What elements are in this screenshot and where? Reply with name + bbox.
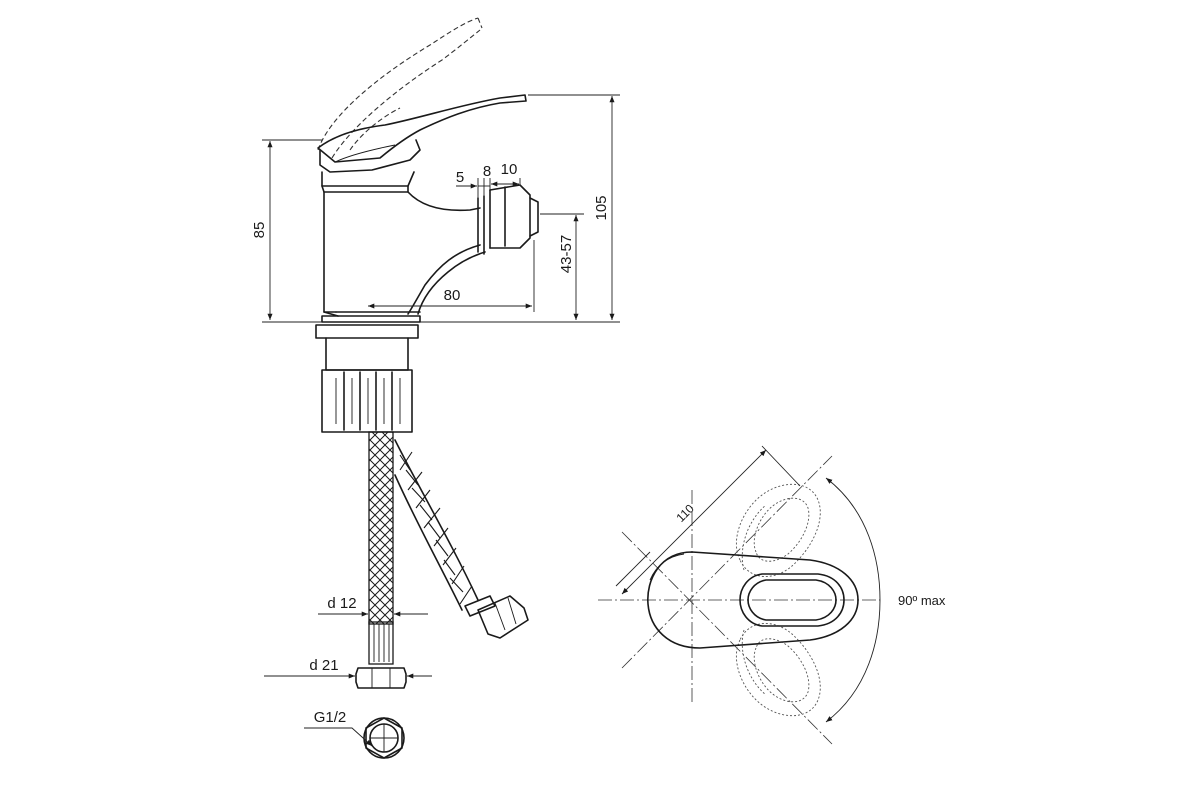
dim-total-height: 10 5 [420, 94, 620, 323]
body-cap [321, 171, 415, 193]
dim-aerator: 5 8 10 [456, 161, 521, 198]
dim-label-10: 10 [501, 161, 518, 178]
dim-label-110: 110 [673, 501, 697, 525]
dim-thread: G1/2 [304, 709, 373, 747]
dim-label-5: 5 [456, 169, 464, 186]
dim-spout-reach: 80 [368, 240, 535, 312]
fitting-end-view [363, 717, 405, 759]
dim-lever-length: 110 [615, 445, 801, 595]
dim-nut-diameter: d 21 [264, 657, 432, 679]
dim-label-g12: G1/2 [314, 709, 347, 726]
lever-handle [317, 94, 527, 173]
lever-rotated-upper [735, 483, 821, 577]
lever-rotated-lower [735, 623, 821, 717]
dim-label-rotation: 90º max [898, 593, 946, 608]
hose-bent [394, 439, 529, 639]
lever-raised-dashed [317, 17, 483, 159]
top-view: 90º max 110 [598, 445, 946, 745]
dim-label-d12: d 12 [327, 595, 356, 612]
dim-rotation: 90º max [825, 477, 946, 723]
dim-label-43-57: 43-57 [558, 235, 575, 273]
dim-label-d21: d 21 [309, 657, 338, 674]
mixer-body [321, 191, 486, 323]
dim-spout-height: 43-57 [540, 213, 584, 320]
dim-label-8: 8 [483, 163, 491, 180]
spout-aerator [477, 184, 539, 255]
dim-label-105: 105 [593, 195, 610, 220]
side-view: 105 85 43-57 80 5 8 [251, 17, 620, 759]
dim-label-85: 85 [251, 222, 268, 239]
dim-body-height: 85 [251, 139, 322, 323]
dim-label-80: 80 [444, 287, 461, 304]
mounting-assembly [315, 324, 419, 433]
hose-straight [355, 431, 407, 689]
dim-hose-diameter: d 12 [318, 595, 428, 617]
